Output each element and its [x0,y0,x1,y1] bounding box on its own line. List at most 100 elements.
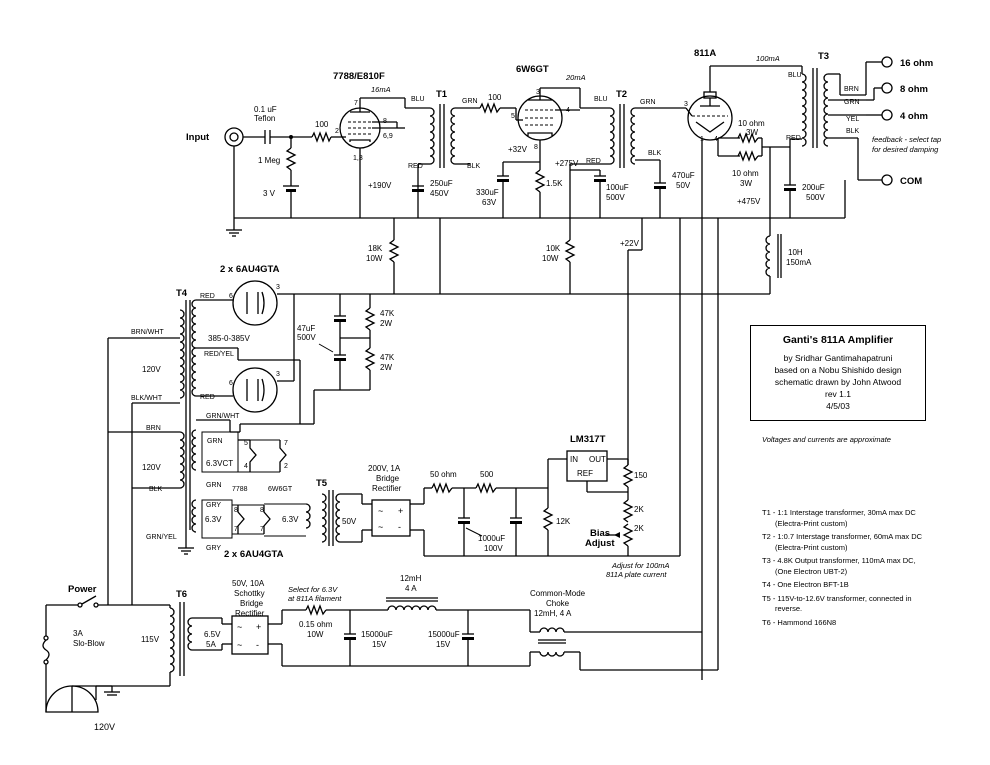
t2-decoupling-cap [594,175,606,182]
bridge2-plus: + [256,622,261,632]
t3-label: T3 [818,51,829,62]
t2-blu-label: BLU [594,96,608,103]
v2-grid-stopper-value: 100 [488,93,502,102]
r50-value: 50 ohm [430,470,457,479]
title-block-date: 4/5/03 [826,401,850,411]
note-t2b: (Electra-Print custom) [775,542,848,552]
cap15k-b-voltage: 15V [436,640,451,649]
title-block: Ganti's 811A Amplifier by Sridhar Gantim… [750,325,926,421]
t3-red-label: RED [786,135,801,142]
t4-grn-label2: GRN [206,482,222,489]
t1-interstage-transformer [429,104,456,168]
t3-blk-label: BLK [846,128,860,135]
t2-blk-label: BLK [648,150,662,157]
ct-pin7: 7 [284,440,288,447]
bias-adjust-pot [605,523,634,547]
v1-pin-grid: 2 [335,128,339,135]
filament-cap-a [344,633,356,640]
v2-current: 20mA [565,73,586,82]
filter-cap-b [334,354,346,361]
r10a-watt: 3W [746,128,758,137]
v1-current: 16mA [371,85,391,94]
v3-type-label: 811A [694,48,716,59]
fil-pin7b: 7 [260,526,264,533]
t4-label: T4 [176,288,188,299]
r47k2-watt: 2W [380,363,392,372]
v3-pin-fil2: 4 [714,136,718,143]
common-mode-choke [530,627,718,671]
title-block-based: based on a Nobu Shishido design [774,365,902,375]
t4-gry-label2: GRY [206,545,221,552]
r500-value: 500 [480,470,494,479]
cmc-label2: Choke [546,599,570,608]
cap470-voltage: 50V [676,181,691,190]
t3-blu-label: BLU [788,72,802,79]
cmc-label: Common-Mode [530,589,586,598]
cap330-voltage: 63V [482,198,497,207]
t4-brn-label: BRN [146,425,161,432]
bridge1-plus: + [398,506,403,516]
t4-red-label: RED [200,293,215,300]
t4-grn-label: GRN [207,438,223,445]
cap15k-a-voltage: 15V [372,640,387,649]
title-block-rev: rev 1.1 [825,389,851,399]
r10k-watt: 10W [542,254,559,263]
bleeder-resistor-b [364,347,376,371]
b-plus-275: +275V [555,159,579,168]
grid-stopper-resistor [311,131,332,143]
filter-choke [765,234,782,278]
rect-b-pin6: 6 [229,380,233,387]
t4-blkwht-label: BLK/WHT [131,395,163,402]
fuse-rating: 3A [73,629,83,638]
r015-watt: 10W [307,630,324,639]
output-terminal-com [881,174,893,186]
t5-label: T5 [316,478,328,489]
note-t3: T3 - 4.8K Output transformer, 110mA max … [762,556,916,565]
r1k5-value: 1.5K [546,179,563,188]
input-cap-type: Teflon [254,114,275,123]
t3-output-transformer [801,68,829,148]
filament-dropping-resistor [305,604,327,616]
r10b-value: 10 ohm [732,169,759,178]
cap47-value: 47uF [297,324,315,333]
filament-hum-resistor-b [737,150,759,162]
inductor-current: 4 A [405,584,417,593]
bias-adjust-label2: Adjust [585,538,615,549]
cap100-voltage: 500V [606,193,625,202]
reg-ref-label: REF [577,469,593,478]
bridge2-type2: Bridge [240,599,264,608]
grid-leak-resistor [285,147,297,171]
cap200-value: 200uF [802,183,825,192]
cap1000-value: 1000uF [478,534,505,543]
r10b-watt: 3W [740,179,752,188]
rectifier-tube-b [232,367,278,413]
cap15k-a-value: 15000uF [361,630,393,639]
cap200-voltage: 500V [806,193,825,202]
title-block-drawn: schematic drawn by John Atwood [774,377,902,387]
filament-inductor [386,597,438,611]
filament-6v3-coil-b [264,503,311,537]
output-terminal-4 [881,109,893,121]
rectifier-tube-a [232,280,278,326]
bias-r12k [542,507,554,531]
title-block-title: Ganti's 811A Amplifier [782,334,894,346]
r18k-value: 18K [368,244,383,253]
fil-pin7a: 7 [234,526,238,533]
b-plus-475: +475V [737,197,761,206]
adjust-note: Adjust for 100mA [611,561,670,570]
rect-a-pin3: 3 [276,284,280,291]
adjust-note2: 811A plate current [606,570,667,579]
b-plus-190: +190V [368,181,392,190]
t1-red-label: RED [408,163,423,170]
fil-6w6-label: 6W6GT [268,486,293,493]
regulator-label: LM317T [570,434,606,445]
r18k-watt: 10W [366,254,383,263]
approximate-note: Voltages and currents are approximate [762,435,891,444]
v2-pin-plate: 3 [536,89,540,96]
rect-fil-label: 2 x 6AU4GTA [224,549,284,560]
fil-7788-label: 7788 [232,486,248,493]
r10a-value: 10 ohm [738,119,765,128]
filament-6v3-a-label: 6.3V [205,515,222,524]
bridge1-ac-a: ~ [378,506,383,516]
